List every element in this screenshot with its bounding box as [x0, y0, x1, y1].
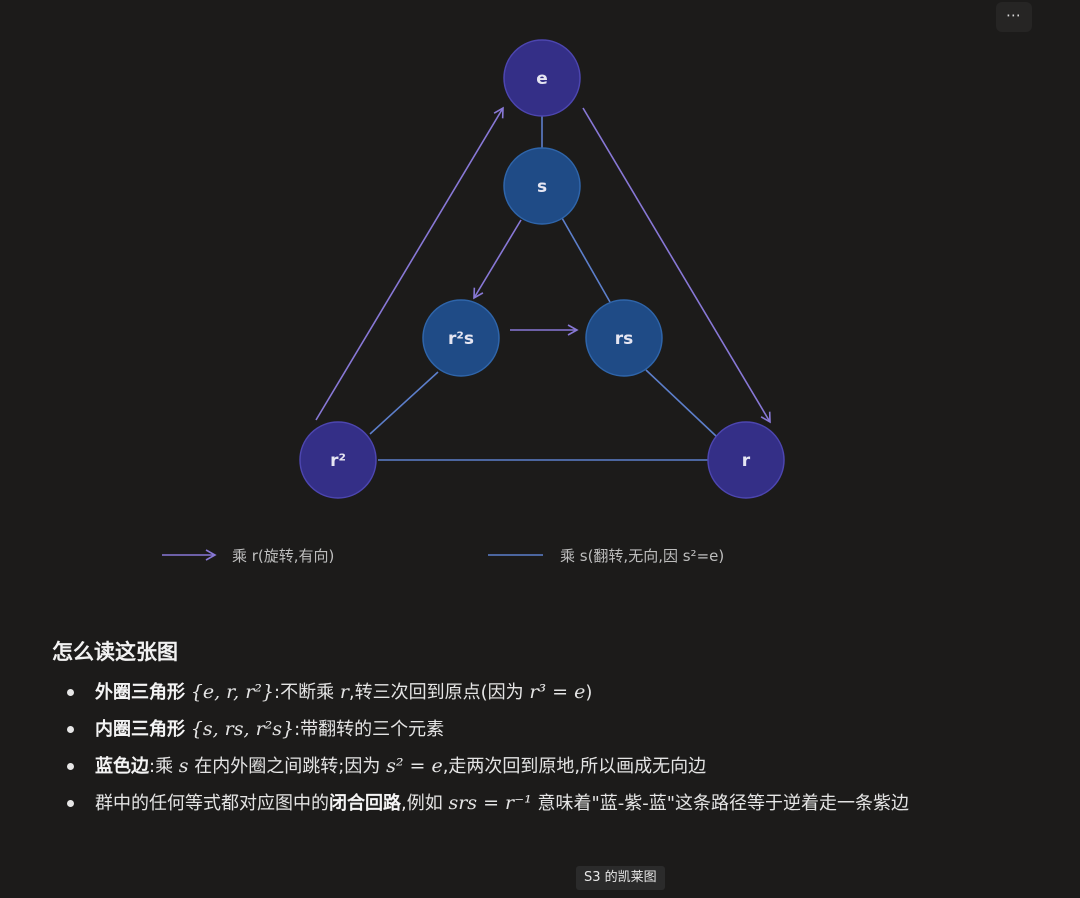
bold-term: 蓝色边 [95, 756, 149, 777]
math-expression: s [178, 755, 189, 777]
item-text: ,走两次回到原地,所以画成无向边 [442, 756, 707, 777]
edge-r2-to-e [315, 106, 504, 421]
edge-s-rs [561, 217, 611, 303]
item-text: ,例如 [401, 793, 449, 814]
node-s-label: s [537, 177, 547, 197]
cayley-graph: e s r²s rs r² r 乘 r(旋转,有向) 乘 s(翻转,无向,因 s… [162, 39, 785, 565]
bold-term: 内圈三角形 [95, 719, 185, 740]
legend: 乘 r(旋转,有向) 乘 s(翻转,无向,因 s²=e) [162, 547, 724, 565]
item-text: 群中的任何等式都对应图中的 [95, 793, 329, 814]
edge-r2s-r2 [369, 371, 439, 435]
item-text: ,转三次回到原点(因为 [348, 682, 530, 703]
edge-e-to-r [582, 107, 771, 424]
math-expression: {e, r, r²} [190, 681, 275, 703]
item-text: :不断乘 [274, 682, 340, 703]
math-expression: r³ = e [529, 681, 586, 703]
list-item: 群中的任何等式都对应图中的闭合回路,例如 srs = r⁻¹ 意味着"蓝-紫-蓝… [52, 789, 1032, 818]
bold-term: 闭合回路 [329, 793, 401, 814]
node-rs-label: rs [615, 329, 634, 349]
legend-blue-label: 乘 s(翻转,无向,因 s²=e) [560, 547, 724, 565]
list-item: 内圈三角形 {s, rs, r²s}:带翻转的三个元素 [52, 715, 1032, 744]
image-caption: S3 的凯莱图 [576, 866, 665, 890]
bold-term: 外圈三角形 [95, 682, 185, 703]
edge-s-to-r2s [473, 219, 522, 300]
math-expression: r [339, 681, 349, 703]
item-text: 在内外圈之间跳转;因为 [188, 756, 387, 777]
item-text: :乘 [149, 756, 179, 777]
explanation-section: 怎么读这张图 外圈三角形 {e, r, r²}:不断乘 r,转三次回到原点(因为… [52, 636, 1032, 826]
node-r2-label: r² [330, 451, 346, 471]
node-e-label: e [536, 69, 548, 89]
node-r2s: r²s [422, 299, 500, 377]
node-s: s [503, 147, 581, 225]
node-rs: rs [585, 299, 663, 377]
node-r-label: r [742, 451, 751, 471]
item-text: :带翻转的三个元素 [294, 719, 445, 740]
item-text: 意味着"蓝-紫-蓝"这条路径等于逆着走一条紫边 [531, 793, 910, 814]
item-text: ) [585, 682, 593, 703]
node-r2s-label: r²s [448, 329, 474, 349]
legend-purple-label: 乘 r(旋转,有向) [232, 547, 334, 565]
math-expression: {s, rs, r²s} [190, 718, 295, 740]
node-r: r [707, 421, 785, 499]
node-e: e [503, 39, 581, 117]
edge-rs-r [645, 369, 717, 437]
node-r2: r² [299, 421, 377, 499]
more-options-button[interactable]: ⋯ [996, 2, 1032, 32]
math-expression: srs = r⁻¹ [448, 792, 532, 814]
list-item: 外圈三角形 {e, r, r²}:不断乘 r,转三次回到原点(因为 r³ = e… [52, 678, 1032, 707]
list-item: 蓝色边:乘 s 在内外圈之间跳转;因为 s² = e,走两次回到原地,所以画成无… [52, 752, 1032, 781]
explanation-heading: 怎么读这张图 [52, 640, 178, 664]
math-expression: s² = e [386, 755, 443, 777]
explanation-list: 外圈三角形 {e, r, r²}:不断乘 r,转三次回到原点(因为 r³ = e… [52, 678, 1032, 818]
